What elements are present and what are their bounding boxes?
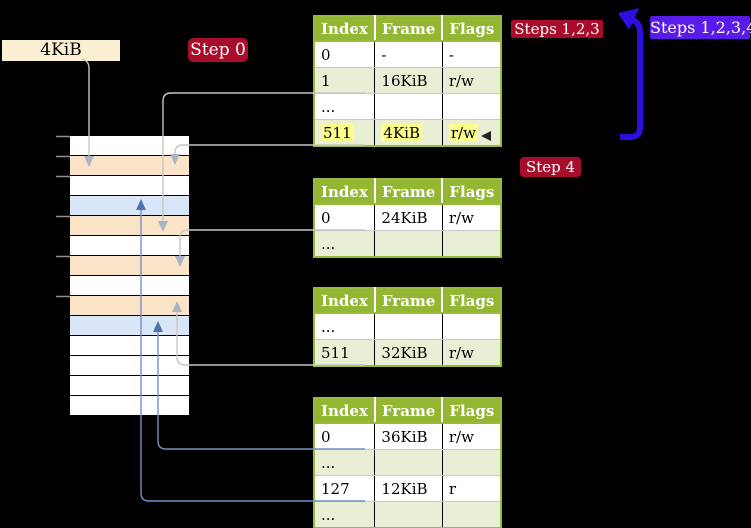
table-cell: r/w xyxy=(441,339,502,366)
table-cell: 36KiB xyxy=(374,423,443,450)
column-header: Frame xyxy=(373,288,443,314)
steps-arrow-shaft xyxy=(620,17,643,140)
table-cell xyxy=(441,449,502,476)
table-cell: ... xyxy=(314,93,375,120)
table-cell: - xyxy=(441,41,502,68)
table-cell: r/w xyxy=(441,67,502,94)
table-cell: 4KiB xyxy=(374,119,443,146)
column-header: Flags xyxy=(441,288,502,314)
step-4-badge: Step 4 xyxy=(520,157,581,177)
table-cell: r xyxy=(441,475,502,502)
column-header: Flags xyxy=(441,16,502,42)
table-cell: ... xyxy=(314,449,375,476)
table-row: 0-- xyxy=(314,41,502,68)
table-cell xyxy=(441,313,502,340)
column-header: Index xyxy=(314,288,375,314)
column-header: Frame xyxy=(373,398,443,424)
highlighted-value: 511 xyxy=(321,123,354,142)
memory-row xyxy=(70,396,189,415)
table-cell xyxy=(374,501,443,528)
table-cell: 511 xyxy=(314,119,375,146)
table-cell: 24KiB xyxy=(374,204,443,231)
highlighted-value: 4KiB xyxy=(381,123,422,142)
table-cell: 0 xyxy=(314,41,375,68)
steps-123-badge: Steps 1,2,3 xyxy=(511,20,603,38)
steps-1234-badge: Steps 1,2,3,4 xyxy=(650,16,751,39)
table-cell: 1 xyxy=(314,67,375,94)
table-cell: ... xyxy=(314,313,375,340)
memory-row xyxy=(70,136,189,156)
table-cell xyxy=(441,93,502,120)
memory-column xyxy=(70,136,189,415)
memory-row xyxy=(70,216,189,236)
table-cell: r/w xyxy=(441,423,502,450)
column-header: Index xyxy=(314,16,375,42)
table-cell: 511 xyxy=(314,339,375,366)
column-header: Frame xyxy=(373,16,443,42)
table-cell xyxy=(441,501,502,528)
memory-row xyxy=(70,336,189,356)
frame-size-label: 4KiB xyxy=(2,40,120,61)
column-header: Index xyxy=(314,398,375,424)
memory-row xyxy=(70,196,189,216)
table-row: ... xyxy=(314,93,502,120)
highlighted-value: r/w xyxy=(448,123,478,142)
column-header: Flags xyxy=(441,179,502,205)
table-row: ... xyxy=(314,230,502,257)
table-cell: 32KiB xyxy=(374,339,443,366)
table-row: ... xyxy=(314,501,502,528)
table-cell: 0 xyxy=(314,204,375,231)
table-cell xyxy=(374,449,443,476)
table-cell: ... xyxy=(314,230,375,257)
table-cell: 12KiB xyxy=(374,475,443,502)
memory-row xyxy=(70,376,189,396)
memory-tick-marks xyxy=(56,135,70,298)
table-row: ... xyxy=(314,449,502,476)
table-cell xyxy=(374,93,443,120)
memory-row xyxy=(70,356,189,376)
table-row: ... xyxy=(314,313,502,340)
memory-row xyxy=(70,316,189,336)
table-cell: ... xyxy=(314,501,375,528)
table-cell: r/w xyxy=(441,119,502,146)
memory-row xyxy=(70,276,189,296)
step-0-badge: Step 0 xyxy=(188,38,248,62)
table-cell xyxy=(374,313,443,340)
column-header: Frame xyxy=(373,179,443,205)
column-header: Flags xyxy=(441,398,502,424)
table-cell: 0 xyxy=(314,423,375,450)
table-cell: 16KiB xyxy=(374,67,443,94)
memory-row xyxy=(70,296,189,316)
memory-row xyxy=(70,236,189,256)
table-cell: - xyxy=(374,41,443,68)
memory-row xyxy=(70,176,189,196)
table-cell xyxy=(441,230,502,257)
memory-row xyxy=(70,156,189,176)
table-row: 511 4KiB r/w xyxy=(314,119,502,146)
table-cell: r/w xyxy=(441,204,502,231)
table-cell xyxy=(374,230,443,257)
memory-row xyxy=(70,256,189,276)
table-cell: 127 xyxy=(314,475,375,502)
column-header: Index xyxy=(314,179,375,205)
steps-arrowhead-icon xyxy=(618,8,639,30)
